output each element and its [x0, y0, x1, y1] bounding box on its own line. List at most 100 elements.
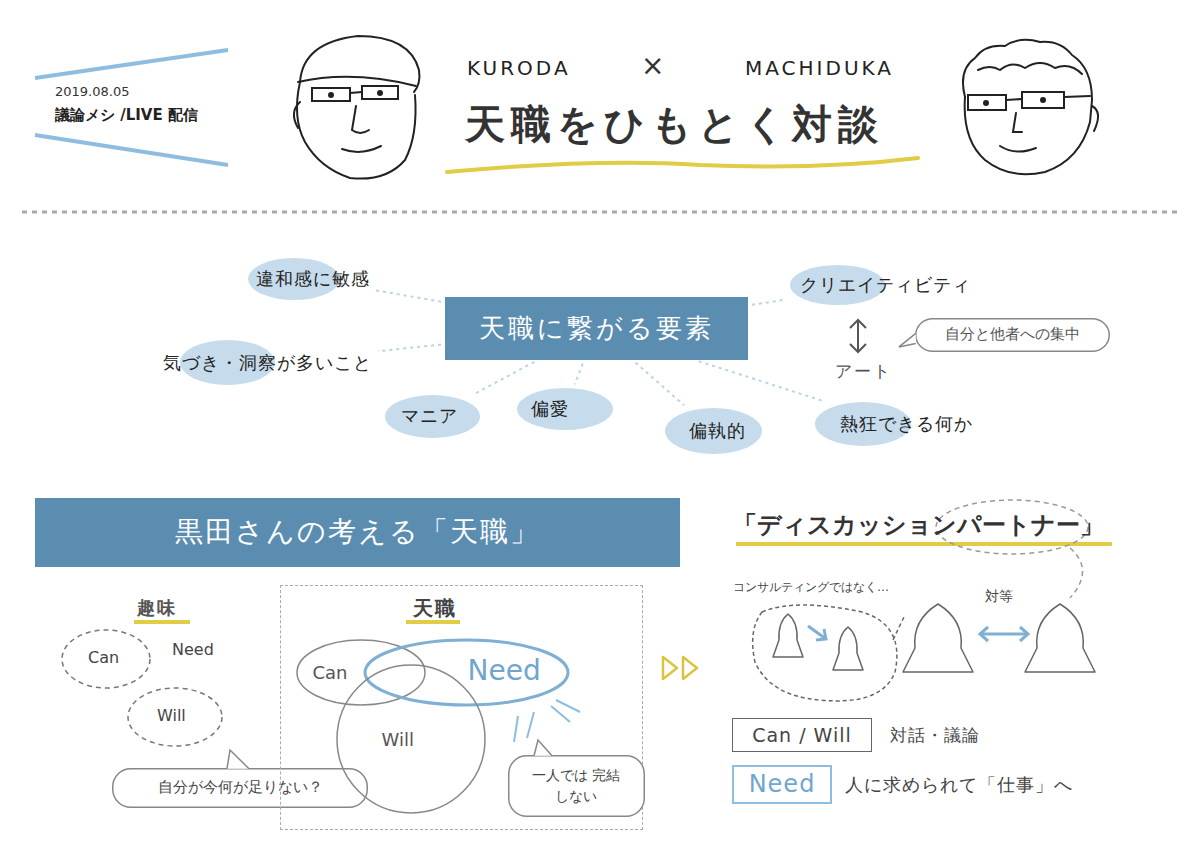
element-ellipse: マニア [385, 395, 480, 438]
speech-bubble-tail [534, 740, 552, 756]
dotted-connector [376, 290, 441, 301]
frame-heading: 天職 [413, 595, 457, 621]
consult-arrow [816, 629, 826, 640]
venn-circle: Need [365, 640, 568, 705]
node-text: 自分と他者への集中 [945, 325, 1080, 345]
section-heading: 趣味 [137, 596, 177, 619]
dotted-connector [575, 364, 583, 385]
header-line [35, 50, 228, 165]
face-kuroda [329, 93, 333, 97]
section-heading: 「ディスカッションパートナー」 [733, 510, 1104, 541]
speech-bubble-tail [899, 333, 916, 347]
speech-bubble-outline [916, 319, 1110, 352]
face-machiduka [1013, 113, 1022, 132]
face-kuroda [297, 82, 416, 179]
node-text: クリエイティビティ [800, 273, 971, 296]
note-text: コンサルティングではなく… [733, 580, 889, 596]
equal-arrow [980, 627, 988, 641]
node-text: Need [468, 653, 541, 689]
next-triangles [663, 657, 697, 679]
person-figure [773, 614, 803, 657]
venn-circle: Will [337, 665, 485, 813]
face-kuroda [350, 92, 362, 93]
face-machiduka [1041, 98, 1045, 102]
equal-arrow [980, 633, 1028, 636]
emphasis-ticks [556, 700, 580, 712]
node-text: 黒田さんの考える「天職」 [175, 514, 540, 550]
central-box: 天職に繋がる要素 [445, 297, 748, 360]
dashed-circle-outline [128, 688, 222, 746]
date: 2019.08.05 [55, 84, 129, 101]
node-text: 違和感に敏感 [256, 267, 370, 290]
venn-circle: Can [297, 640, 425, 705]
element-ellipse: 違和感に敏感 [248, 258, 372, 300]
element-ellipse: 気づき・洞察が多いこと [163, 340, 374, 385]
emphasis-ticks [527, 712, 534, 738]
speech-bubble-tail [899, 333, 916, 347]
node-text: Can [313, 661, 348, 684]
face-kuroda [362, 86, 398, 99]
node-text: 偏執的 [689, 419, 746, 442]
header-line [35, 135, 228, 165]
face-machiduka [1064, 96, 1090, 97]
element-ellipse-outline [665, 408, 762, 454]
consult-arrow [808, 626, 826, 640]
node-text: Will [157, 706, 186, 727]
node-text: 一人では 完結しない [531, 765, 621, 806]
cross-mark: × [641, 48, 664, 84]
next-triangles [663, 657, 677, 679]
title-underline [447, 158, 918, 172]
element-ellipse-outline [385, 395, 480, 438]
node-text: Need [749, 769, 816, 800]
event-name: 議論メシ /LIVE 配信 [55, 106, 198, 126]
speaker-name: MACHIDUKA [745, 55, 894, 81]
face-machiduka [963, 40, 1098, 175]
face-machiduka [968, 95, 1006, 110]
speech-bubble-outline [113, 769, 368, 808]
header-line [35, 50, 228, 78]
face-kuroda [294, 102, 300, 128]
node-text: 熱狂できる何か [840, 412, 973, 435]
face-kuroda [342, 146, 381, 152]
face-machiduka [1000, 146, 1036, 152]
element-ellipse: 偏愛 [517, 388, 613, 430]
node-text: Can / Will [752, 723, 852, 748]
dashed-circle-outline [62, 630, 150, 688]
emphasis-ticks [514, 716, 518, 742]
person-figure [903, 604, 973, 672]
element-ellipse: クリエイティビティ [790, 265, 973, 305]
dotted-connector [476, 362, 534, 393]
speech-bubble: 自分が今何が足りない？ [112, 768, 368, 808]
keyword-box: Need [732, 765, 832, 804]
node-text: 偏愛 [531, 397, 569, 420]
speaker-name: KURODA [467, 55, 571, 81]
speech-bubble-tail [227, 750, 249, 769]
hobby-underline [134, 620, 190, 624]
face-machiduka [963, 40, 1092, 100]
section-band: 黒田さんの考える「天職」 [35, 498, 680, 567]
note-text: アート [835, 360, 892, 382]
emphasis-ticks [551, 706, 570, 722]
partner-leader [1070, 548, 1083, 598]
venn-circle-outline [337, 665, 485, 813]
title: 天職をひもとく対談 [465, 98, 884, 150]
face-kuroda [298, 77, 416, 86]
person-figure [1025, 604, 1095, 672]
node-text: マニア [401, 404, 458, 427]
face-kuroda [294, 36, 419, 179]
person-figure [833, 627, 863, 670]
face-kuroda [312, 88, 350, 101]
node-text: Will [382, 728, 414, 751]
person-figure [773, 604, 1095, 672]
partner-underline [736, 542, 1112, 546]
node-text: 自分が今何が足りない？ [158, 778, 323, 798]
face-machiduka [984, 101, 988, 105]
speech-bubble: 自分と他者への集中 [915, 318, 1110, 352]
separator [22, 211, 1178, 214]
element-ellipse: 偏執的 [665, 408, 762, 454]
face-machiduka [1006, 99, 1022, 100]
face-kuroda [352, 106, 369, 133]
double-arrow [850, 344, 866, 352]
note-text: Need [172, 640, 214, 661]
node-text: Can [88, 648, 119, 669]
